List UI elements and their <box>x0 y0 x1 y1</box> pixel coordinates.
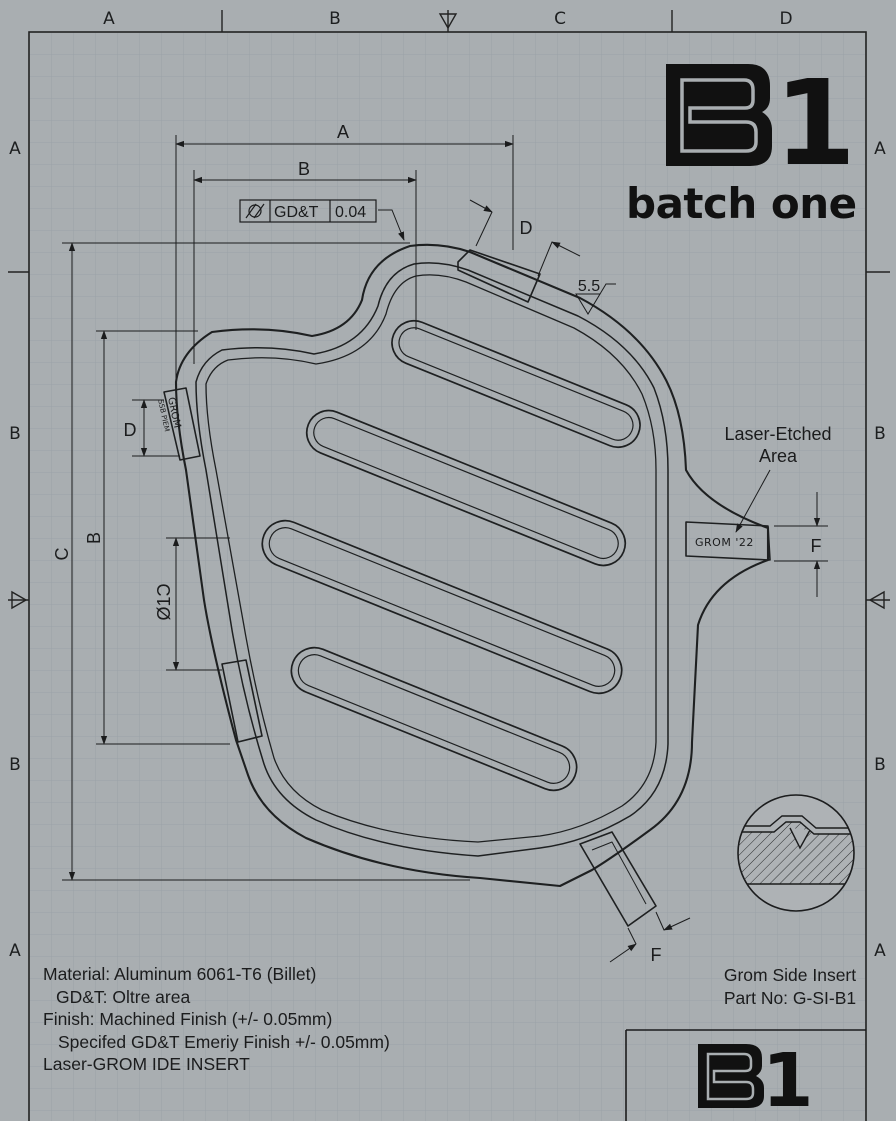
gdt-label: GD&T <box>274 204 319 221</box>
dim-a-label: A <box>337 122 349 142</box>
logo-b-icon <box>666 64 772 166</box>
zone-col-1: A <box>103 9 115 29</box>
centering-marks <box>11 13 885 610</box>
brand-logo: 1 batch one <box>626 54 857 228</box>
part-outer-outline <box>174 243 770 888</box>
dim-f-bottom-label: F <box>651 945 662 965</box>
zone-col-2: B <box>329 9 341 29</box>
surface-finish-label: 5.5 <box>578 278 600 295</box>
dim-c-label: C <box>52 548 72 561</box>
zone-row-left-2: B <box>9 424 21 444</box>
title-logo-digit: 1 <box>762 1038 814 1121</box>
material-notes: Material: Aluminum 6061-T6 (Billet) GD&T… <box>43 963 463 1076</box>
grid-paper <box>29 32 866 1121</box>
slot-1 <box>391 319 641 449</box>
laser-etched-label: Laser-Etched <box>724 424 831 444</box>
slot-4 <box>290 646 578 792</box>
part-inner-rim-2 <box>205 274 657 843</box>
etch-text-right: GROM '22 <box>695 536 754 549</box>
note-laser: Laser-GROM IDE INSERT <box>43 1054 250 1074</box>
title-block <box>625 1029 866 1121</box>
title-logo-b-icon <box>698 1044 764 1108</box>
dim-diameter-label: Ø1Ɔ <box>154 583 174 620</box>
zone-col-4: D <box>779 9 792 29</box>
zone-row-right-3: B <box>874 755 886 775</box>
gdt-value: 0.04 <box>335 204 366 221</box>
logo-digit: 1 <box>774 54 856 192</box>
zone-row-right-1: A <box>874 139 886 159</box>
dim-f-right-label: F <box>811 536 822 556</box>
zone-row-right-4: A <box>874 941 886 961</box>
part-number: Part No: G-SI-B1 <box>723 987 857 1008</box>
zone-row-left-3: B <box>9 755 21 775</box>
dim-d-top-label: D <box>520 218 533 238</box>
note-finish: Finish: Machined Finish (+/- 0.05mm) <box>43 1009 333 1029</box>
zone-row-left-4: A <box>9 941 21 961</box>
section-detail-view <box>737 794 855 912</box>
laser-etched-area-label: Area <box>759 446 798 466</box>
dim-d-side-label: D <box>124 420 137 440</box>
dim-b-side-label: B <box>84 532 104 544</box>
note-material: Material: Aluminum 6061-T6 (Billet) <box>43 964 317 984</box>
brand-wordmark: batch one <box>626 179 857 228</box>
zone-col-3: C <box>554 9 566 29</box>
note-specified-finish: Specifed GD&T Emeriy Finish +/- 0.05mm) <box>58 1031 390 1052</box>
note-gdt: GD&T: Oltre area <box>56 986 191 1007</box>
part-name: Grom Side Insert <box>723 965 857 985</box>
zone-labels: A B C D A B B A A B B A <box>9 9 886 961</box>
slot-2 <box>305 409 627 567</box>
zone-row-left-1: A <box>9 139 21 159</box>
dimension-lines <box>62 135 828 963</box>
zone-row-right-2: B <box>874 424 886 444</box>
gdt-frame: GD&T 0.04 <box>239 199 377 223</box>
part-inner-rim <box>195 262 669 857</box>
cylindricity-icon <box>245 203 265 219</box>
dim-b-top-label: B <box>298 159 310 179</box>
part-info: Grom Side Insert Part No: G-SI-B1 <box>700 964 880 1009</box>
slot-3 <box>261 519 623 695</box>
